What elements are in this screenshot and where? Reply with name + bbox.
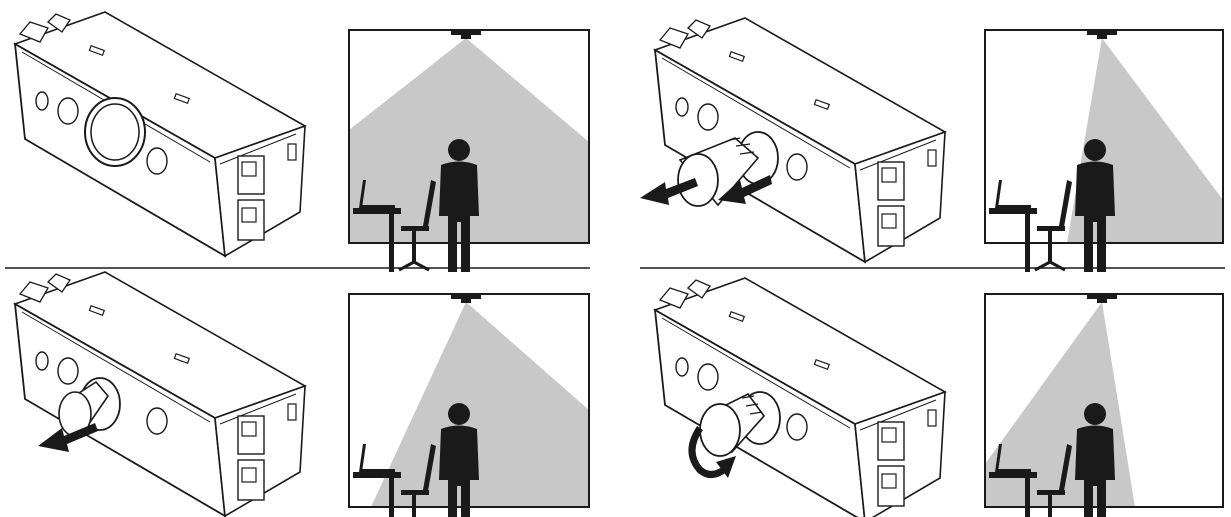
detection-cone-bl	[371, 302, 589, 507]
panel-top-left	[15, 12, 589, 272]
sensor-module-br	[655, 278, 945, 517]
sensor-module-tr	[655, 18, 945, 262]
coverage-frame-bl	[349, 294, 589, 517]
panel-bottom-right	[655, 278, 1223, 517]
coverage-frame-tl	[349, 30, 589, 272]
sensor-module-bl	[15, 272, 305, 516]
sensor-module-tl	[15, 12, 305, 256]
panel-bottom-left	[15, 272, 589, 517]
coverage-frame-tr	[985, 30, 1223, 272]
coverage-frame-br	[985, 294, 1223, 517]
panel-top-right	[640, 18, 1223, 272]
